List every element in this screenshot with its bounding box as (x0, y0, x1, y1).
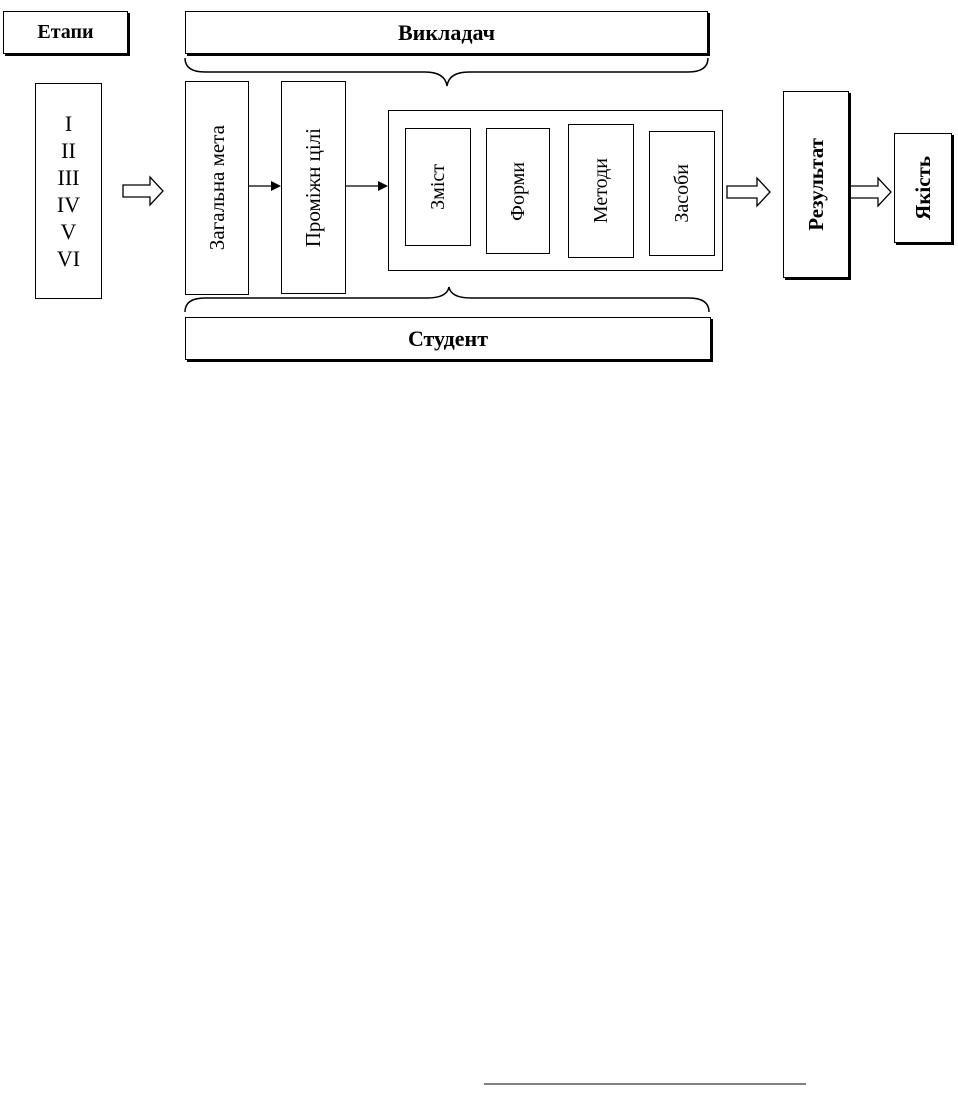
stage-item: I (65, 110, 72, 137)
teacher-label: Викладач (398, 20, 495, 46)
forms-box: Форми (486, 128, 550, 254)
general-goal-label: Загальна мета (205, 125, 230, 250)
student-label: Студент (408, 326, 488, 352)
stage-item: III (58, 164, 80, 191)
methods-box: Методи (568, 124, 634, 258)
student-box: Студент (185, 317, 711, 360)
methods-label: Методи (590, 158, 613, 223)
arrowhead-intermediate-to-process (378, 181, 388, 191)
content-box: Зміст (405, 128, 471, 246)
hollow-arrow-result-to-quality (849, 178, 891, 206)
quality-label: Якість (911, 156, 936, 220)
intermediate-goals-label: Проміжн цілі (301, 128, 326, 247)
arrowhead-goal-to-intermediate (271, 181, 281, 191)
stage-item: V (61, 218, 77, 245)
general-goal-box: Загальна мета (185, 81, 249, 295)
result-box: Результат (783, 91, 849, 278)
stages-box: Етапи (3, 11, 128, 54)
student-brace (185, 287, 709, 312)
teacher-brace (185, 58, 708, 86)
means-label: Засоби (671, 164, 694, 223)
forms-label: Форми (507, 162, 530, 221)
stage-item: VI (57, 245, 80, 272)
result-label: Результат (804, 138, 829, 231)
stages-label: Етапи (37, 21, 93, 44)
means-box: Засоби (649, 131, 715, 256)
teacher-box: Викладач (185, 11, 708, 54)
hollow-arrow-stages (123, 177, 163, 205)
hollow-arrow-process-to-result (727, 178, 770, 206)
quality-box: Якість (894, 133, 952, 243)
stage-item: II (61, 137, 76, 164)
stages-list: I II III IV V VI (35, 83, 102, 299)
content-label: Зміст (427, 164, 450, 210)
intermediate-goals-box: Проміжн цілі (281, 81, 346, 294)
stage-item: IV (57, 191, 80, 218)
